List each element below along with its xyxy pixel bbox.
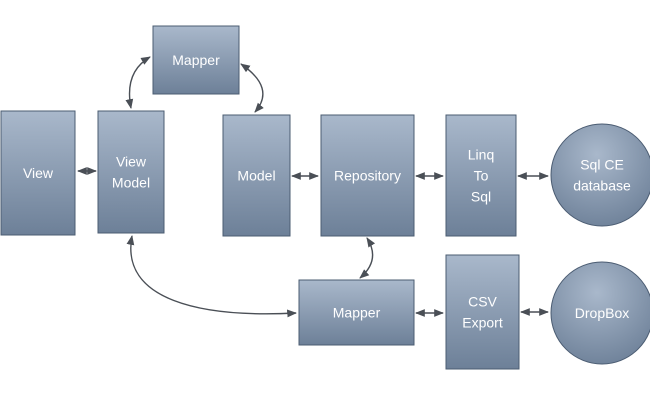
node-view-label-line: View bbox=[23, 165, 54, 181]
node-repository-label-line: Repository bbox=[334, 168, 401, 184]
node-view-shape bbox=[0, 110, 76, 236]
node-repository-shape bbox=[320, 114, 415, 237]
node-model-shape bbox=[222, 114, 291, 237]
node-sqlce-label: Sql CE database bbox=[573, 157, 631, 194]
node-mapper-bottom: Mapper bbox=[298, 279, 415, 346]
node-mapper-bottom-label: Mapper bbox=[333, 305, 381, 321]
node-dropbox-shape bbox=[550, 261, 650, 365]
connector-viewmodel-mapper-top bbox=[125, 56, 151, 109]
node-model: Model bbox=[222, 114, 291, 237]
node-sqlce-label-line: database bbox=[573, 178, 631, 194]
node-mapper-top-shape bbox=[152, 25, 240, 95]
node-linq-label-line: To bbox=[474, 168, 489, 184]
node-sqlce: Sql CE database bbox=[550, 123, 650, 227]
node-csv-shape bbox=[445, 254, 520, 370]
node-csv-label-line: CSV bbox=[468, 294, 497, 310]
node-model-label: Model bbox=[237, 168, 275, 184]
node-dropbox: DropBox bbox=[550, 261, 650, 365]
node-csv-label: CSV Export bbox=[462, 294, 503, 331]
node-view: View bbox=[0, 110, 76, 236]
node-view-label: View bbox=[23, 165, 54, 181]
node-linq-shape bbox=[445, 114, 517, 237]
node-dropbox-label: DropBox bbox=[575, 305, 629, 321]
connector-viewmodel-mapper-bottom bbox=[126, 235, 297, 318]
node-repository: Repository bbox=[320, 114, 415, 237]
node-mapper-bottom-label-line: Mapper bbox=[333, 305, 381, 321]
node-mapper-top: Mapper bbox=[152, 25, 240, 95]
connector-repository-mapper-bottom bbox=[359, 237, 376, 279]
node-mapper-top-label-line: Mapper bbox=[172, 52, 220, 68]
node-mapper-bottom-shape bbox=[298, 279, 415, 346]
node-csv: CSV Export bbox=[445, 254, 520, 370]
node-dropbox-label-line: DropBox bbox=[575, 305, 629, 321]
connector-mapper-top-model bbox=[240, 63, 264, 113]
node-linq-label-line: Linq bbox=[468, 147, 494, 163]
node-model-label-line: Model bbox=[237, 168, 275, 184]
node-viewmodel-label-line: Model bbox=[112, 175, 150, 191]
node-sqlce-shape bbox=[550, 123, 650, 227]
node-sqlce-label-line: Sql CE bbox=[580, 157, 624, 173]
node-csv-label-line: Export bbox=[462, 315, 503, 331]
node-linq-label-line: Sql bbox=[471, 189, 491, 205]
node-viewmodel-label-line: View bbox=[116, 154, 147, 170]
node-repository-label: Repository bbox=[334, 168, 401, 184]
node-mapper-top-label: Mapper bbox=[172, 52, 220, 68]
node-viewmodel-shape bbox=[97, 110, 165, 234]
